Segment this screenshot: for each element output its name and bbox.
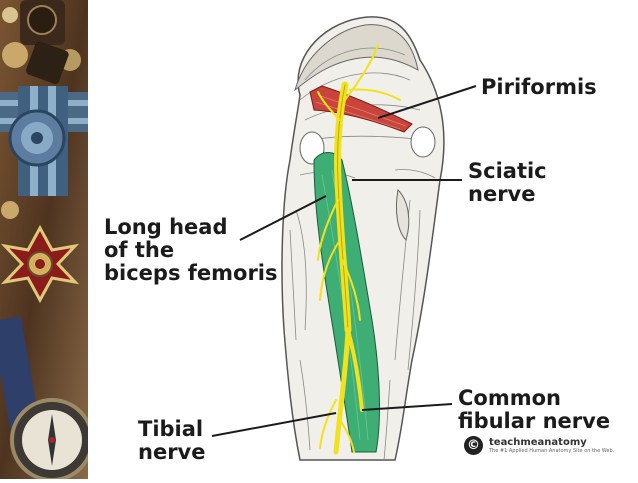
piriformis-label-line: Piriformis	[481, 75, 597, 99]
biceps-label-line-2: of the	[104, 238, 175, 262]
tibial-nerve-label: Tibial nerve	[138, 418, 205, 464]
credit-brand: teachmeanatomy	[489, 436, 587, 448]
decorative-photo-strip	[0, 0, 88, 479]
medal-cross-icon	[0, 201, 80, 304]
piriformis-label: Piriformis	[481, 76, 597, 99]
ribbon-rosette-icon	[0, 86, 88, 196]
piriformis-pointer	[377, 85, 477, 119]
biceps-pointer	[239, 195, 327, 241]
tibial-label-line-1: Tibial	[138, 417, 204, 441]
tibial-label-line-2: nerve	[138, 440, 206, 464]
tibial-nerve	[333, 327, 351, 455]
vintage-buttons-icon	[2, 0, 81, 84]
biceps-femoris-label: Long head of the biceps femoris	[104, 216, 278, 285]
common-fibular-nerve-label: Common fibular nerve	[458, 387, 610, 433]
biceps-label-line-1: Long head	[104, 215, 228, 239]
source-credit: © teachmeanatomy The #1 Applied Human An…	[464, 436, 614, 455]
copyright-icon: ©	[464, 436, 483, 455]
credit-tagline: The #1 Applied Human Anatomy Site on the…	[489, 447, 615, 454]
common-fibular-nerve	[346, 328, 364, 412]
sciatic-nerve-label: Sciatic nerve	[468, 160, 547, 206]
tibial-pointer	[211, 412, 337, 437]
compass-icon	[10, 398, 88, 479]
fibular-pointer	[361, 403, 453, 411]
fibular-label-line-2: fibular nerve	[458, 409, 611, 433]
sciatic-nerve-label-line-1: Sciatic	[468, 159, 547, 183]
fibular-label-line-1: Common	[458, 386, 561, 410]
sciatic-nerve-label-line-2: nerve	[468, 182, 536, 206]
biceps-label-line-3: biceps femoris	[104, 261, 278, 285]
